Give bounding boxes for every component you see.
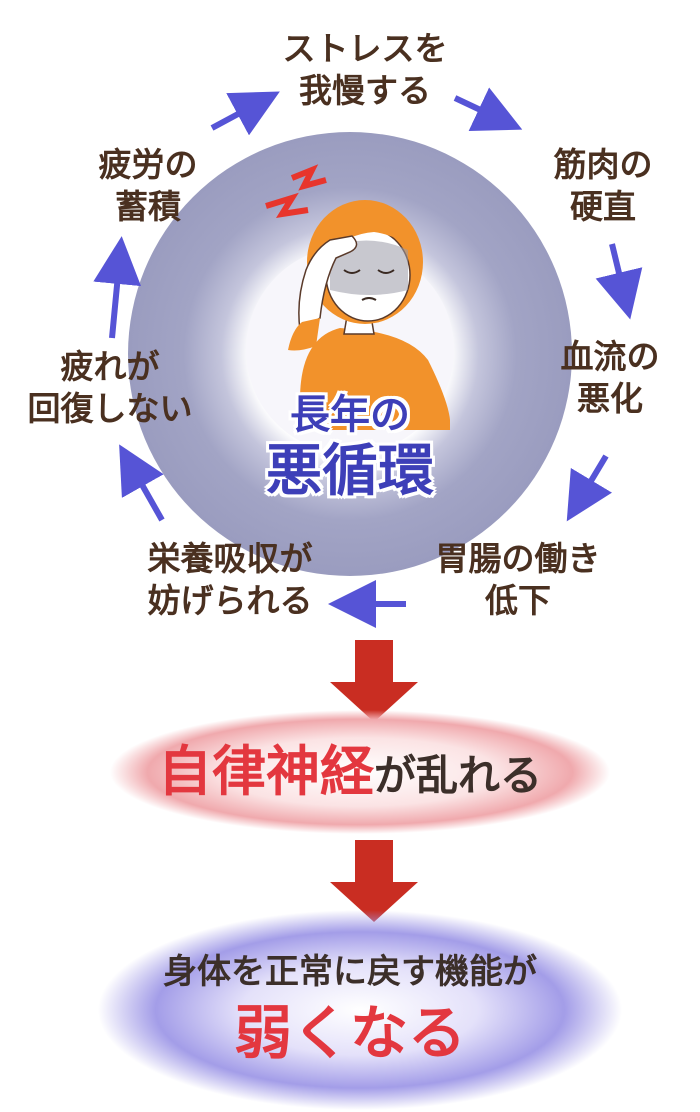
cycle-arrow-1 — [210, 91, 280, 136]
center-title-line2: 悪循環 — [266, 439, 434, 504]
cycle-arrow-6 — [119, 444, 165, 522]
stressed-person-illustration — [265, 164, 450, 430]
cycle-arrow-7 — [93, 236, 142, 339]
result2-line2: 弱くなる — [233, 999, 466, 1067]
step-label-2: 筋肉の 硬直 — [553, 145, 653, 226]
down-arrow-1 — [330, 640, 418, 722]
step-label-4: 胃腸の働き 低下 — [435, 539, 601, 620]
step-label-6: 疲れが 回復しない — [27, 347, 193, 428]
result1-rest: が乱れる — [373, 751, 542, 800]
center-title-line1: 長年の — [290, 392, 410, 438]
cycle-arrows — [93, 87, 643, 628]
cycle-arrow-3 — [595, 243, 643, 320]
step-label-5: 栄養吸収が 妨げられる — [147, 539, 313, 620]
result1-text: 自律神経が乱れる — [0, 736, 700, 821]
step-label-3: 血流の 悪化 — [560, 337, 660, 418]
result1-highlight: 自律神経 — [157, 740, 374, 803]
step-label-1: ストレスを 我慢する — [282, 29, 448, 110]
step-label-7: 疲労の 蓄積 — [98, 145, 198, 226]
down-arrow-2 — [330, 840, 418, 922]
result2-line1: 身体を正常に戻す機能が — [163, 952, 537, 992]
result2-blob — [98, 910, 622, 1110]
cycle-arrow-2 — [453, 87, 523, 131]
cycle-arrow-4 — [566, 454, 613, 522]
result1-blob — [110, 710, 610, 834]
